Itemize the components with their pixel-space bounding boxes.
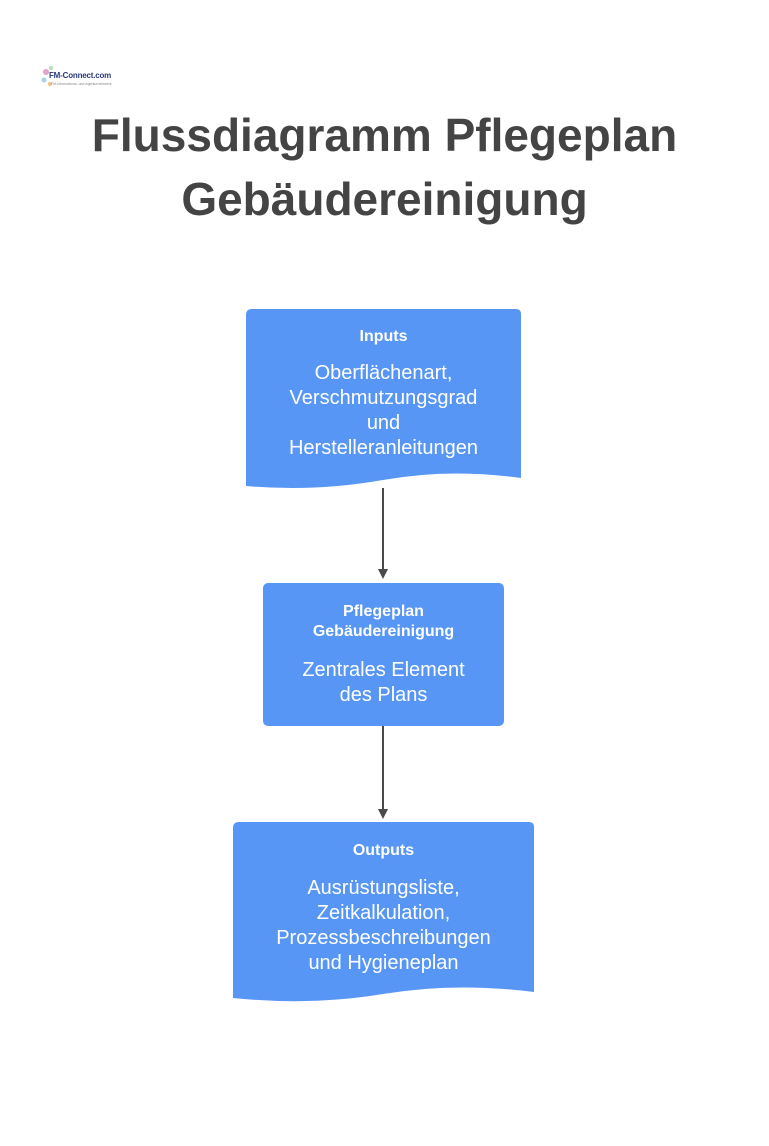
node-inputs: Inputs Oberflächenart, Verschmutzungsgra… <box>246 327 521 461</box>
node-inputs-heading: Inputs <box>359 328 408 345</box>
page-title-line-1: Flussdiagramm Pflegeplan <box>91 109 678 161</box>
node-outputs-line: Zeitkalkulation, <box>316 902 451 924</box>
node-pflegeplan-line: des Plans <box>339 684 428 706</box>
node-outputs-heading: Outputs <box>352 842 415 859</box>
node-inputs-shape <box>246 309 521 488</box>
node-pflegeplan-heading: Pflegeplan Gebäudereinigung <box>263 602 504 642</box>
node-outputs-line: und Hygieneplan <box>308 952 459 974</box>
node-inputs-line: Verschmutzungsgrad <box>289 387 478 409</box>
node-pflegeplan-heading-line: Gebäudereinigung <box>312 623 455 640</box>
node-inputs-line: und <box>366 412 401 434</box>
logo-subtext: FM-Informations- und Agenturnetzwerk <box>51 82 112 86</box>
node-pflegeplan-heading-line: Pflegeplan <box>343 603 424 620</box>
node-pflegeplan-line: Zentrales Element <box>302 659 465 681</box>
node-inputs-line: Herstelleranleitungen <box>288 437 478 459</box>
logo-text: FM-Connect.com <box>49 71 112 80</box>
node-inputs-line: Oberflächenart, <box>314 362 453 384</box>
node-outputs-shape <box>233 822 534 1002</box>
node-outputs-line: Prozessbeschreibungen <box>276 927 491 949</box>
page-title-line-2: Gebäudereinigung <box>181 173 588 225</box>
node-outputs-line: Ausrüstungsliste, <box>307 877 460 899</box>
node-outputs: Outputs Ausrüstungsliste, Zeitkalkulatio… <box>233 841 534 976</box>
node-pflegeplan: Pflegeplan Gebäudereinigung Zentrales El… <box>263 602 504 708</box>
logo-mark-icon <box>41 66 53 86</box>
node-pflegeplan-shape <box>263 583 504 726</box>
